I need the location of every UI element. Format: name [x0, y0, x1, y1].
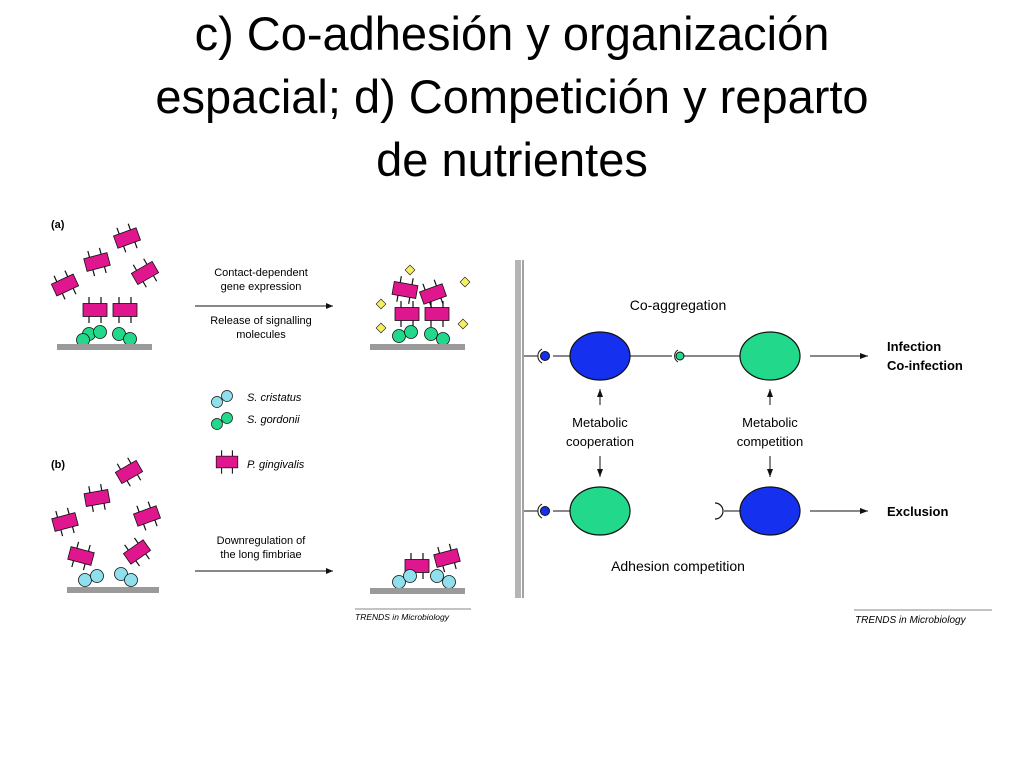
legend-label-3: P. gingivalis: [247, 459, 305, 471]
s-cristatus-cell: [124, 573, 138, 587]
s-cristatus-cell: [430, 569, 444, 583]
p-gingivalis-cell: [48, 267, 82, 303]
legend-label-1: S. cristatus: [247, 392, 302, 404]
s-gordonii-cell: [93, 325, 107, 339]
metabolic-cooperation-line1: Metabolic: [572, 415, 628, 430]
signalling-molecule: [459, 276, 471, 288]
panel-b-left-cluster: [49, 454, 164, 593]
title-line-1: c) Co-adhesión y organización: [194, 7, 830, 60]
signalling-molecule: [375, 322, 387, 334]
blue-organism: [739, 486, 801, 536]
outcome-co-infection: Co-infection: [887, 358, 963, 373]
arrow-downregulation: Downregulation of the long fimbriae: [195, 535, 333, 574]
top-row: Infection Co-infection: [524, 331, 963, 381]
p-gingivalis-cell: [394, 300, 420, 328]
species-legend: S. cristatus S. gordonii P. gingivalis: [211, 390, 305, 475]
p-gingivalis-cell: [424, 300, 450, 328]
p-gingivalis-cell: [111, 454, 147, 490]
blue-organism: [569, 331, 631, 381]
metabolic-competition-line1: Metabolic: [742, 415, 798, 430]
s-gordonii-cell: [436, 332, 450, 346]
s-cristatus-cell: [90, 569, 104, 583]
p-gingivalis-cell: [431, 541, 463, 575]
slide-title: c) Co-adhesión y organización espacial; …: [40, 2, 984, 191]
green-organism: [739, 331, 801, 381]
s-cristatus-cell: [442, 575, 456, 589]
metabolic-cooperation: Metabolic cooperation: [566, 389, 634, 477]
p-gingivalis-cell: [416, 277, 450, 311]
title-line-3: de nutrientes: [376, 133, 648, 186]
bottom-row: Exclusion: [524, 486, 948, 536]
tooth-surface: [370, 344, 465, 350]
signalling-molecule: [404, 264, 416, 276]
signalling-molecule: [375, 298, 387, 310]
legend-label-2: S. gordonii: [247, 414, 300, 426]
p-gingivalis-cell: [110, 221, 144, 255]
s-cristatus-cell: [78, 573, 92, 587]
p-gingivalis-cell: [49, 505, 81, 539]
arrow1-above-line1: Contact-dependent: [214, 267, 308, 279]
metabolic-competition: Metabolic competition: [737, 389, 803, 477]
green-organism: [569, 486, 631, 536]
left-figure: (a) (b) Contact-dependent gene expressio…: [48, 219, 471, 622]
outcome-exclusion: Exclusion: [887, 504, 948, 519]
arrow-contact-dependent: Contact-dependent gene expression Releas…: [195, 267, 333, 341]
panel-b-label: (b): [51, 459, 65, 471]
s-cristatus-cell: [403, 569, 417, 583]
arrow2-above-line2: the long fimbriae: [220, 549, 301, 561]
s-gordonii-cell: [123, 332, 137, 346]
arrow1-below-line1: Release of signalling: [210, 315, 312, 327]
metabolic-cooperation-line2: cooperation: [566, 434, 634, 449]
right-figure-credit: TRENDS in Microbiology: [855, 615, 967, 626]
p-gingivalis-cell: [82, 296, 108, 324]
p-gingivalis-cell: [390, 274, 420, 306]
surface-bar: [515, 260, 524, 598]
s-gordonii-cell: [392, 329, 406, 343]
signalling-molecule: [457, 318, 469, 330]
p-gingivalis-cell: [130, 499, 164, 533]
p-gingivalis-cell: [81, 245, 113, 279]
p-gingivalis-cell: [112, 296, 138, 324]
left-figure-credit: TRENDS in Microbiology: [355, 612, 450, 622]
metabolic-competition-line2: competition: [737, 434, 803, 449]
arrow2-above-line1: Downregulation of: [217, 535, 307, 547]
arrow1-below-line2: molecules: [236, 329, 286, 341]
p-gingivalis-cell: [65, 539, 97, 573]
s-gordonii-cell: [404, 325, 418, 339]
outcome-infection: Infection: [887, 339, 941, 354]
panel-b-right-cluster: [370, 541, 465, 594]
s-cristatus-icon: [211, 390, 233, 408]
adhesion-competition-label: Adhesion competition: [611, 558, 745, 574]
arrow1-above-line2: gene expression: [221, 281, 302, 293]
right-figure: Co-aggregation Infection Co-infection Me…: [515, 260, 992, 626]
tooth-surface: [370, 588, 465, 594]
co-aggregation-label: Co-aggregation: [630, 297, 727, 313]
panel-a-label: (a): [51, 219, 65, 231]
p-gingivalis-cell: [127, 255, 163, 291]
s-gordonii-icon: [211, 412, 233, 430]
s-gordonii-cell: [424, 327, 438, 341]
title-line-2: espacial; d) Competición y reparto: [155, 70, 869, 123]
tooth-surface: [67, 587, 159, 593]
p-gingivalis-cell: [119, 533, 155, 571]
tooth-surface: [57, 344, 152, 350]
p-gingivalis-cell: [82, 482, 112, 514]
panel-a-right-cluster: [370, 264, 471, 350]
panel-a-left-cluster: [48, 221, 163, 350]
p-gingivalis-icon: [215, 449, 239, 475]
